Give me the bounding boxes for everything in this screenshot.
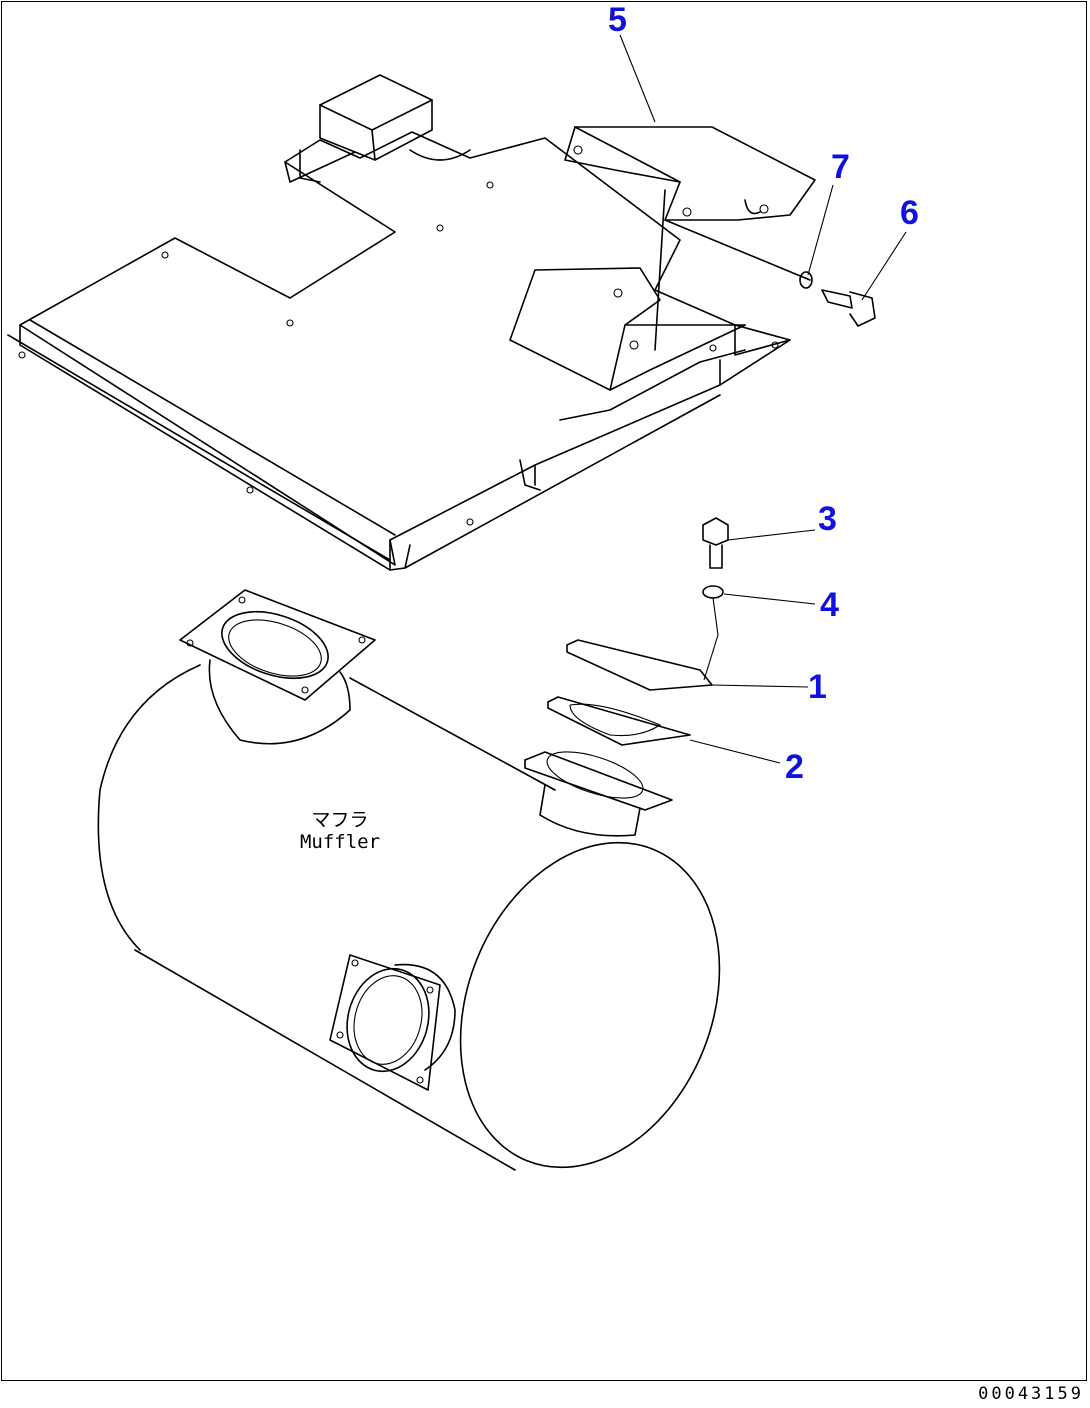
muffler-label-en: Muffler — [299, 830, 381, 853]
callout-2: 2 — [785, 748, 804, 786]
callout-4: 4 — [820, 586, 839, 624]
muffler-label-ja: マフラ — [311, 809, 369, 831]
callout-3: 3 — [818, 500, 837, 538]
callout-7: 7 — [831, 148, 850, 186]
bolt-3 — [702, 517, 816, 569]
muffler-label: マフラ Muffler — [290, 809, 390, 854]
drawing-frame — [1, 1, 1087, 1381]
bolt-6 — [821, 231, 907, 327]
callout-5: 5 — [608, 1, 627, 39]
muffler — [97, 589, 721, 1171]
washer-7 — [799, 184, 834, 289]
drawing-number: 00043159 — [978, 1384, 1084, 1404]
gasket-2 — [547, 696, 781, 764]
bracket — [564, 34, 816, 351]
callout-1: 1 — [808, 668, 827, 706]
washer-4 — [702, 585, 816, 681]
cover-plate — [7, 74, 791, 571]
callout-6: 6 — [900, 194, 919, 232]
cover-plate-1 — [566, 639, 809, 691]
